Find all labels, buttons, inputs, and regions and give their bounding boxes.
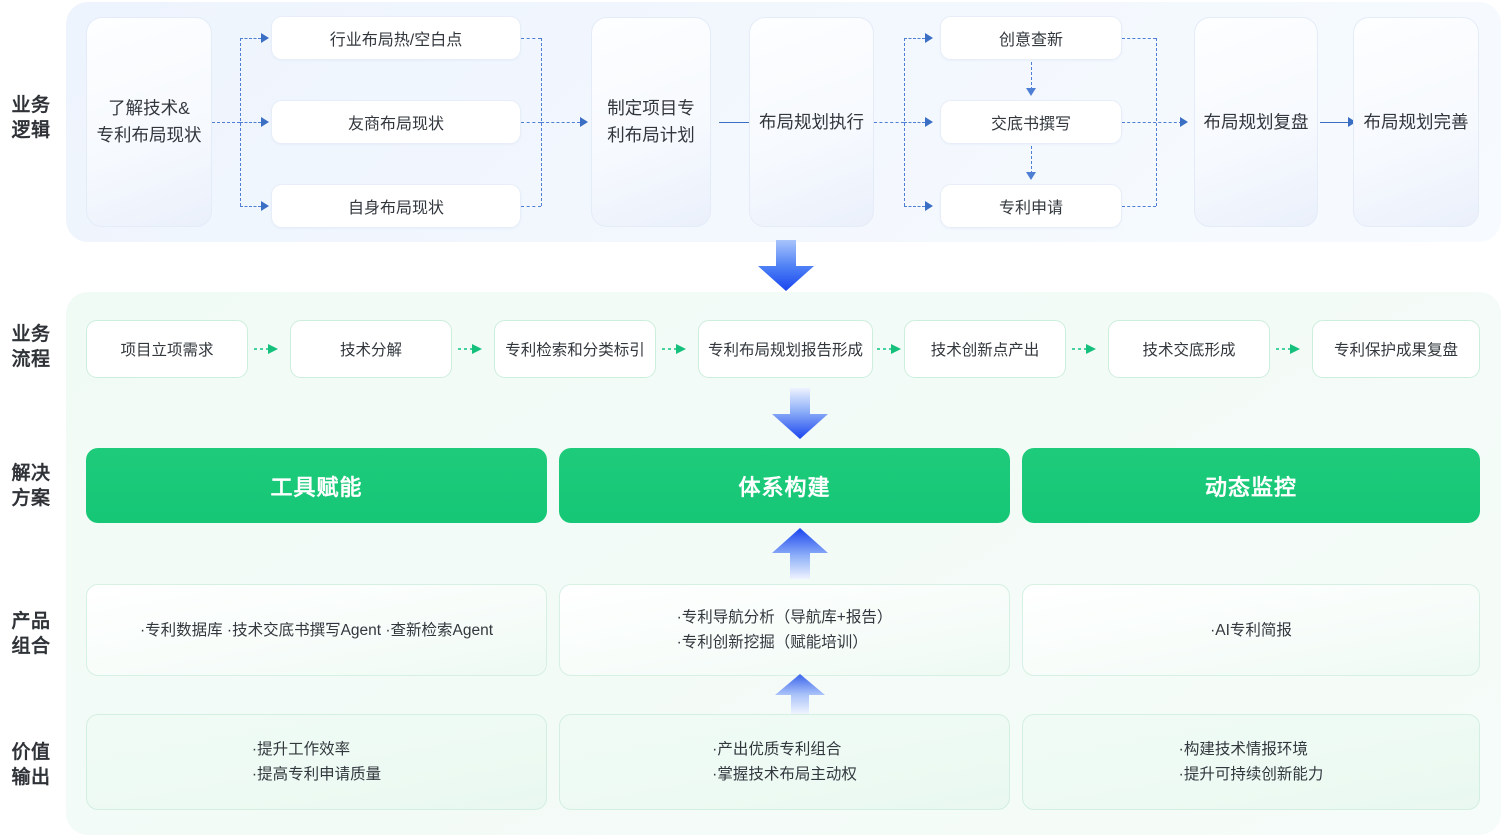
node-execute-plan[interactable]: 布局规划执行 <box>749 17 874 227</box>
node-disclosure[interactable]: 交底书撰写 <box>940 100 1122 144</box>
up-arrow-product-to-solution <box>772 528 828 579</box>
down-arrow-logic-to-process <box>758 240 814 291</box>
process-arrow-5 <box>1072 344 1096 354</box>
value-box-2[interactable]: ·产出优质专利组合 ·掌握技术布局主动权 <box>559 714 1010 810</box>
arrowhead-to-plan <box>580 117 588 127</box>
arrowhead-disclosure-filing <box>1026 172 1036 180</box>
process-arrow-3 <box>662 344 686 354</box>
process-arrow-6 <box>1276 344 1300 354</box>
arrowhead-novelty-disclosure <box>1026 88 1036 96</box>
node-idea-novelty[interactable]: 创意查新 <box>940 16 1122 60</box>
down-arrow-process-to-solution <box>772 388 828 439</box>
product-box-1[interactable]: ·专利数据库 ·技术交底书撰写Agent ·查新检索Agent <box>86 584 547 676</box>
arrowhead-improve <box>1348 117 1356 127</box>
node-understand-status[interactable]: 了解技术& 专利布局现状 <box>86 17 212 227</box>
value-box-3[interactable]: ·构建技术情报环境 ·提升可持续创新能力 <box>1022 714 1480 810</box>
node-patent-filing[interactable]: 专利申请 <box>940 184 1122 228</box>
connector-industry-out <box>521 38 541 39</box>
connector-disclosure-filing <box>1031 146 1032 174</box>
up-arrow-value-to-product <box>775 674 825 715</box>
arrowhead-to-peer <box>261 117 269 127</box>
node-peer-status[interactable]: 友商布局现状 <box>271 100 521 144</box>
connector-start-out <box>212 122 240 123</box>
process-arrow-4 <box>877 344 901 354</box>
product-box-2[interactable]: ·专利导航分析（导航库+报告） ·专利创新挖掘（赋能培训） <box>559 584 1010 676</box>
solution-dynamic-monitor[interactable]: 动态监控 <box>1022 448 1480 523</box>
connector-to-peer <box>240 122 261 123</box>
connector-to-novelty <box>904 38 925 39</box>
solution-system-building[interactable]: 体系构建 <box>559 448 1010 523</box>
connector-merge-to-review <box>1122 122 1182 123</box>
arrowhead-to-self <box>261 201 269 211</box>
row-label-business-process: 业务 流程 <box>11 324 51 370</box>
connector-peer-out <box>521 122 541 123</box>
node-self-status[interactable]: 自身布局现状 <box>271 184 521 228</box>
connector-to-industry <box>240 38 261 39</box>
solution-tool-empowerment[interactable]: 工具赋能 <box>86 448 547 523</box>
product-box-3[interactable]: ·AI专利简报 <box>1022 584 1480 676</box>
process-arrow-2 <box>458 344 482 354</box>
node-plan-review[interactable]: 布局规划复盘 <box>1194 17 1318 227</box>
process-step-4[interactable]: 专利布局规划报告形成 <box>698 320 873 378</box>
connector-review-improve <box>1320 122 1350 123</box>
arrowhead-to-review <box>1180 117 1188 127</box>
connector-novelty-disclosure <box>1031 62 1032 90</box>
connector-merge-to-plan <box>541 122 580 123</box>
business-logic-section: 了解技术& 专利布局现状 行业布局热/空白点 友商布局现状 自身布局现状 制定项… <box>66 2 1501 242</box>
row-label-business-logic: 业务 逻辑 <box>11 95 51 141</box>
arrowhead-to-disclosure <box>925 117 933 127</box>
connector-self-out <box>521 206 541 207</box>
value-box-1[interactable]: ·提升工作效率 ·提高专利申请质量 <box>86 714 547 810</box>
process-step-7[interactable]: 专利保护成果复盘 <box>1312 320 1480 378</box>
connector-to-self <box>240 206 261 207</box>
connector-to-disclosure <box>904 122 925 123</box>
connector-novelty-out <box>1122 38 1156 39</box>
connector-filing-out <box>1122 206 1156 207</box>
row-label-value-output: 价值 输出 <box>11 742 51 788</box>
process-step-2[interactable]: 技术分解 <box>290 320 452 378</box>
connector-plan-execute <box>719 122 767 123</box>
process-step-1[interactable]: 项目立项需求 <box>86 320 248 378</box>
arrowhead-to-application <box>925 201 933 211</box>
connector-execute-out <box>874 122 904 123</box>
node-make-plan[interactable]: 制定项目专 利布局计划 <box>591 17 711 227</box>
connector-to-application <box>904 206 925 207</box>
node-plan-improve[interactable]: 布局规划完善 <box>1353 17 1479 227</box>
row-label-solution: 解决 方案 <box>11 463 51 509</box>
green-section: 项目立项需求 技术分解 专利检索和分类标引 专利布局规划报告形成 技术创新点产出… <box>66 292 1501 835</box>
arrowhead-to-industry <box>261 33 269 43</box>
process-step-5[interactable]: 技术创新点产出 <box>904 320 1066 378</box>
row-label-product-mix: 产品 组合 <box>11 611 51 657</box>
node-industry-hotspot[interactable]: 行业布局热/空白点 <box>271 16 521 60</box>
arrowhead-to-novelty <box>925 33 933 43</box>
process-step-3[interactable]: 专利检索和分类标引 <box>494 320 656 378</box>
process-step-6[interactable]: 技术交底形成 <box>1108 320 1270 378</box>
process-arrow-1 <box>254 344 278 354</box>
